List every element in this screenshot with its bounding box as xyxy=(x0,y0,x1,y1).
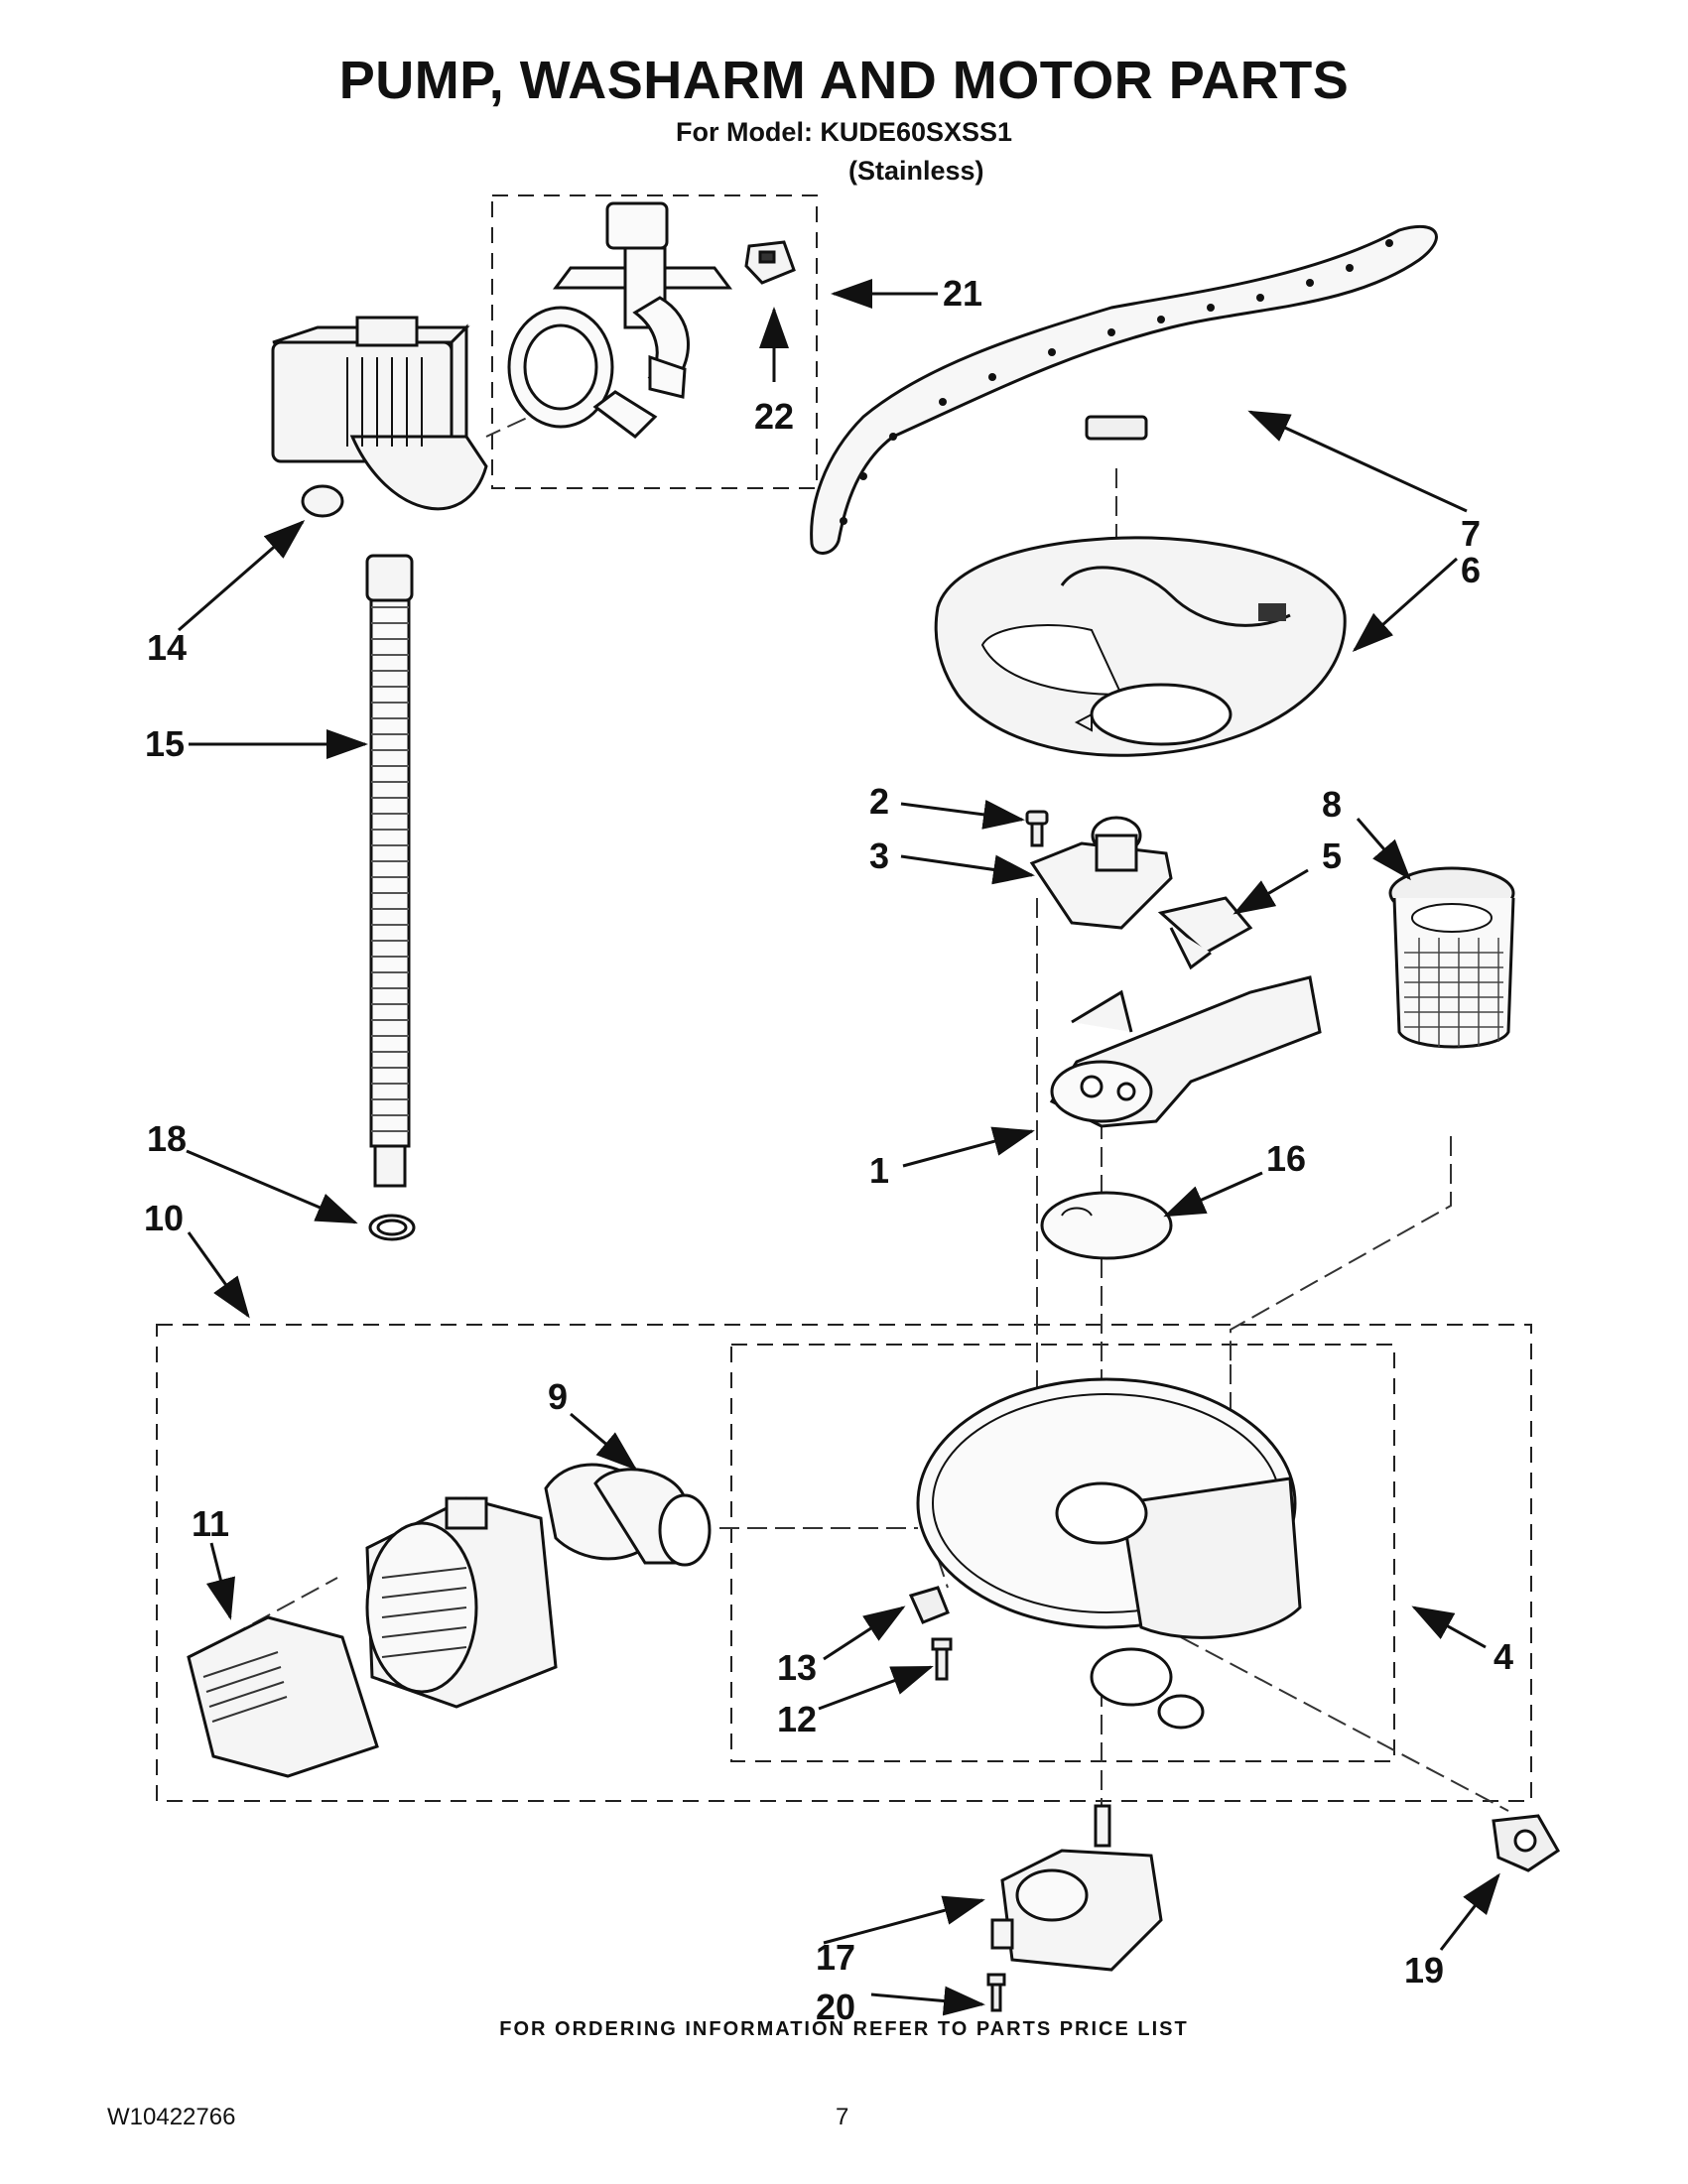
part-4-sump xyxy=(916,1377,1302,1730)
ordering-note: FOR ORDERING INFORMATION REFER TO PARTS … xyxy=(499,2018,1189,2040)
part-21-pump-housing xyxy=(507,201,732,439)
box-part-21 xyxy=(491,194,818,489)
callout-7: 7 xyxy=(1461,513,1481,554)
box-part-10 xyxy=(156,1324,1532,1802)
callout-2: 2 xyxy=(869,781,889,822)
document-number: W10422766 xyxy=(107,2104,236,2130)
callout-15: 15 xyxy=(145,723,185,764)
model-variant: (Stainless) xyxy=(848,156,984,186)
part-1-manifold xyxy=(1049,975,1322,1128)
page-title: PUMP, WASHARM AND MOTOR PARTS xyxy=(338,51,1350,110)
callout-20: 20 xyxy=(816,1987,855,2027)
callout-1: 1 xyxy=(869,1150,889,1191)
part-20-screw xyxy=(986,1973,1006,2012)
group-boxes xyxy=(156,194,1532,1802)
part-7-lower-spray-arm xyxy=(810,224,1438,555)
part-19-sensor xyxy=(1492,1814,1560,1872)
part-9-hose xyxy=(544,1463,712,1567)
callout-5: 5 xyxy=(1322,835,1342,876)
callout-21: 21 xyxy=(943,273,982,314)
callout-10: 10 xyxy=(144,1198,184,1238)
callout-18: 18 xyxy=(147,1118,187,1159)
callout-11: 11 xyxy=(192,1503,229,1544)
callout-19: 19 xyxy=(1404,1950,1444,1991)
part-12-screw xyxy=(931,1637,953,1681)
part-17-diverter-motor xyxy=(990,1804,1163,1972)
page-number: 7 xyxy=(836,2104,849,2130)
part-5-diverter xyxy=(1157,896,1253,970)
callout-3: 3 xyxy=(869,835,889,876)
part-11-motor-cover xyxy=(187,1615,379,1778)
part-6-filter-cover xyxy=(934,536,1347,757)
part-22-clip xyxy=(744,240,796,285)
part-2-screw xyxy=(1025,810,1049,847)
part-18-hose-clamp xyxy=(368,1214,416,1241)
part-3-spray-mount xyxy=(1029,816,1173,930)
part-14-drain-motor xyxy=(271,316,488,518)
callout-12: 12 xyxy=(777,1699,817,1739)
leader-arrows xyxy=(178,279,1500,2016)
box-part-4 xyxy=(730,1344,1395,1762)
callout-17: 17 xyxy=(816,1937,855,1978)
part-10-circ-motor xyxy=(365,1496,558,1709)
callout-8: 8 xyxy=(1322,784,1342,825)
part-16-gasket xyxy=(1040,1191,1173,1260)
callout-16: 16 xyxy=(1266,1138,1306,1179)
callout-9: 9 xyxy=(548,1376,568,1417)
part-8-filter xyxy=(1388,866,1515,1049)
callout-13: 13 xyxy=(777,1647,817,1688)
part-15-drain-hose xyxy=(365,554,414,1188)
callout-14: 14 xyxy=(147,627,187,668)
callout-22: 22 xyxy=(754,396,794,437)
model-line: For Model: KUDE60SXSS1 xyxy=(675,117,1013,147)
part-13-clip xyxy=(908,1586,950,1624)
callout-6: 6 xyxy=(1461,550,1481,590)
callout-4: 4 xyxy=(1493,1636,1513,1677)
